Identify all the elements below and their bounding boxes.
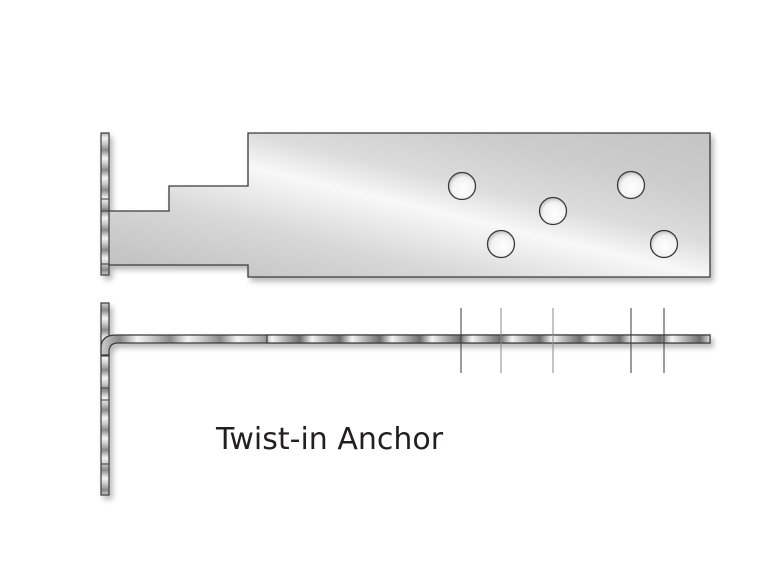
anchor-leg [100, 302, 110, 496]
hole-icon [486, 229, 516, 259]
anchor-flange [100, 132, 110, 276]
hole-icon [616, 170, 646, 200]
hole-icon [538, 196, 568, 226]
diagram-title: Twist-in Anchor [216, 422, 444, 457]
anchor-plate [107, 132, 711, 278]
hole-icon [649, 229, 679, 259]
side-view [100, 302, 711, 496]
hole-icon [447, 171, 477, 201]
hole-reference-lines [460, 308, 665, 373]
top-view [100, 132, 711, 278]
plate-holes [447, 170, 679, 259]
